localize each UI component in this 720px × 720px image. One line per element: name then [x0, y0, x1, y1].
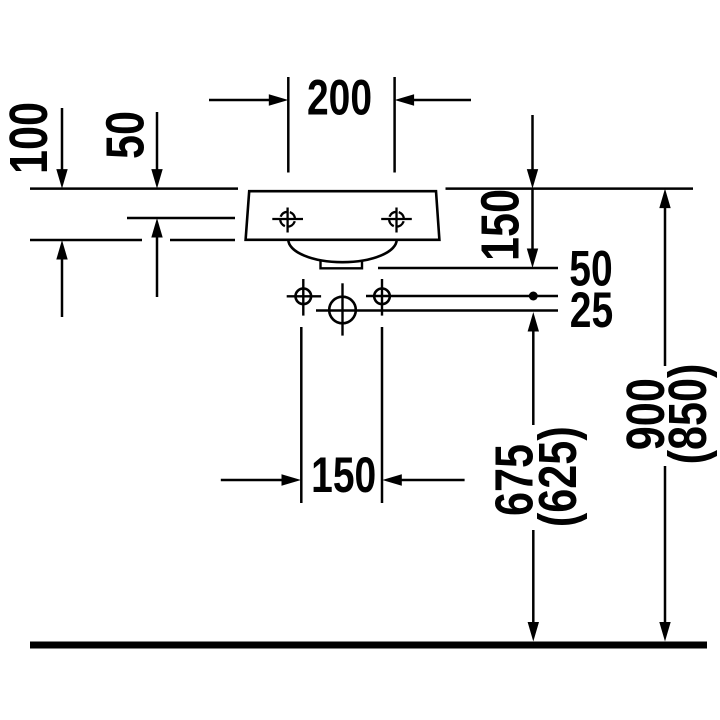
svg-text:675: 675 — [485, 444, 545, 516]
svg-text:150: 150 — [311, 446, 376, 503]
svg-text:100: 100 — [0, 102, 59, 174]
svg-text:50: 50 — [96, 111, 156, 159]
svg-text:900: 900 — [617, 378, 677, 450]
svg-text:200: 200 — [307, 69, 372, 126]
svg-text:(850): (850) — [659, 364, 719, 465]
svg-text:150: 150 — [471, 189, 531, 261]
svg-text:(625): (625) — [529, 426, 589, 527]
svg-text:25: 25 — [570, 281, 613, 338]
svg-text:50: 50 — [569, 240, 612, 297]
